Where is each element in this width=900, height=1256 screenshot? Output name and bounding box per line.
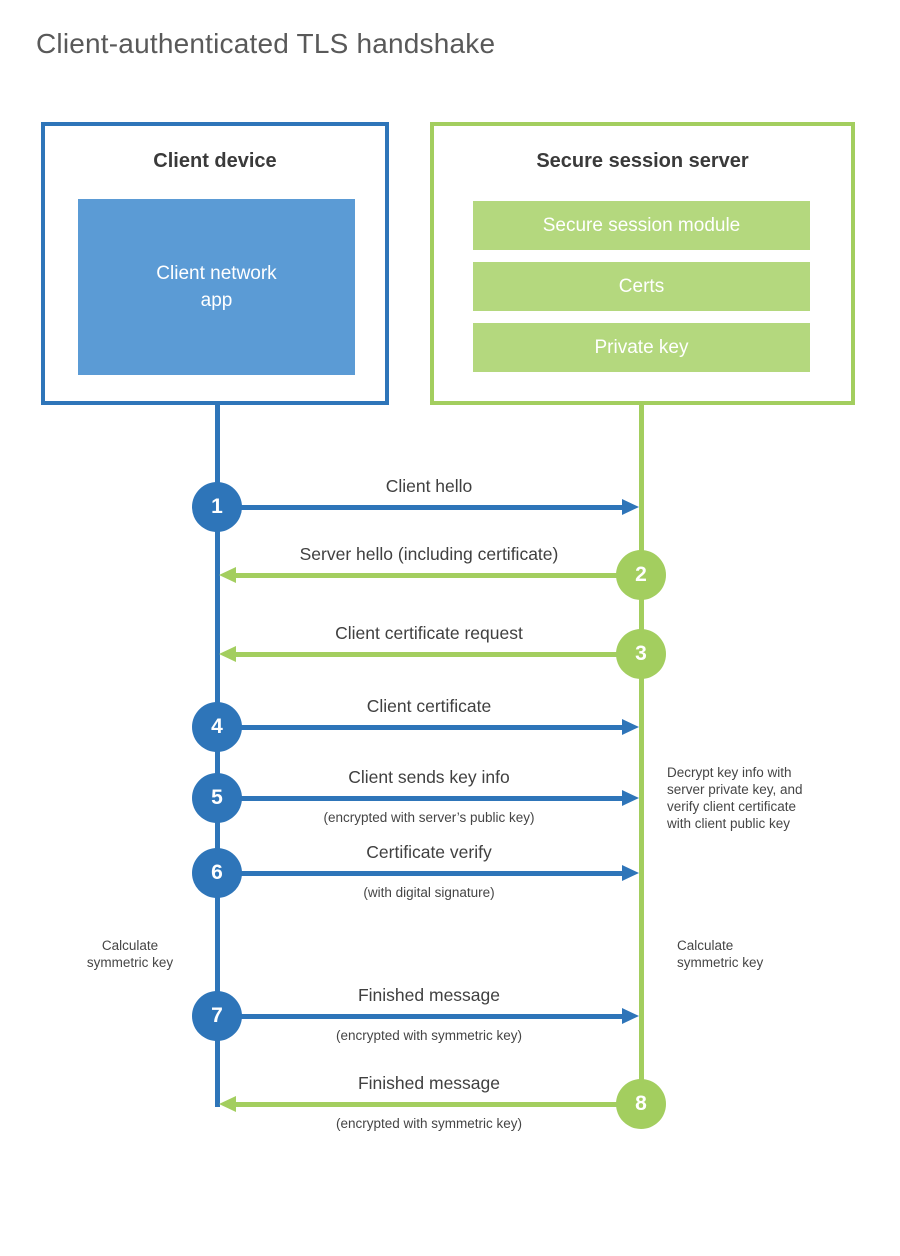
step-4-arrow-head	[622, 719, 639, 735]
server-module-secure-session: Secure session module	[473, 201, 810, 250]
step-1-circle: 1	[192, 482, 242, 532]
decrypt-key-note: Decrypt key info with server private key…	[667, 765, 803, 831]
step-7-arrow-line	[217, 1014, 622, 1019]
step-1-arrow-line	[217, 505, 622, 510]
step-3-label: Client certificate request	[335, 623, 523, 643]
step-4-label: Client certificate	[366, 696, 492, 716]
secure-session-server-box: Secure session server Secure session mod…	[430, 122, 855, 405]
step-3-arrow-line	[236, 652, 641, 657]
step-5-arrow-line	[217, 796, 622, 801]
step-6-arrow-head	[622, 865, 639, 881]
step-6-label: Certificate verify	[366, 842, 492, 862]
client-network-app-box: Client network app	[78, 199, 355, 375]
step-5-circle: 5	[192, 773, 242, 823]
step-3-circle: 3	[616, 629, 666, 679]
step-7-sublabel: (encrypted with symmetric key)	[335, 1028, 523, 1043]
step-2-circle: 2	[616, 550, 666, 600]
server-lifeline	[639, 405, 644, 1104]
step-1-arrow-head	[622, 499, 639, 515]
server-module-private-key: Private key	[473, 323, 810, 372]
step-5-arrow-head	[622, 790, 639, 806]
step-8-arrow-head	[219, 1096, 236, 1112]
step-4-circle: 4	[192, 702, 242, 752]
step-1-label: Client hello	[385, 476, 473, 496]
step-2-arrow-line	[236, 573, 641, 578]
step-7-arrow-head	[622, 1008, 639, 1024]
step-5-sublabel: (encrypted with server’s public key)	[323, 810, 535, 825]
step-8-arrow-line	[236, 1102, 641, 1107]
step-7-circle: 7	[192, 991, 242, 1041]
step-8-sublabel: (encrypted with symmetric key)	[335, 1116, 523, 1131]
step-2-arrow-head	[219, 567, 236, 583]
client-device-box: Client device Client network app	[41, 122, 389, 405]
calculate-symmetric-key-note-server: Calculate symmetric key	[677, 938, 764, 970]
step-6-circle: 6	[192, 848, 242, 898]
step-6-sublabel: (with digital signature)	[363, 885, 495, 900]
step-3-arrow-head	[219, 646, 236, 662]
secure-session-server-heading: Secure session server	[536, 150, 749, 172]
step-6-arrow-line	[217, 871, 622, 876]
step-7-label: Finished message	[357, 985, 501, 1005]
step-8-circle: 8	[616, 1079, 666, 1129]
client-lifeline	[215, 405, 220, 1107]
client-device-heading: Client device	[153, 150, 277, 172]
step-5-label: Client sends key info	[348, 767, 510, 787]
step-8-label: Finished message	[357, 1073, 501, 1093]
page-title: Client-authenticated TLS handshake	[36, 28, 496, 59]
step-4-arrow-line	[217, 725, 622, 730]
calculate-symmetric-key-note-client: Calculate symmetric key	[86, 938, 174, 970]
step-2-label: Server hello (including certificate)	[299, 544, 559, 564]
server-module-certs: Certs	[473, 262, 810, 311]
